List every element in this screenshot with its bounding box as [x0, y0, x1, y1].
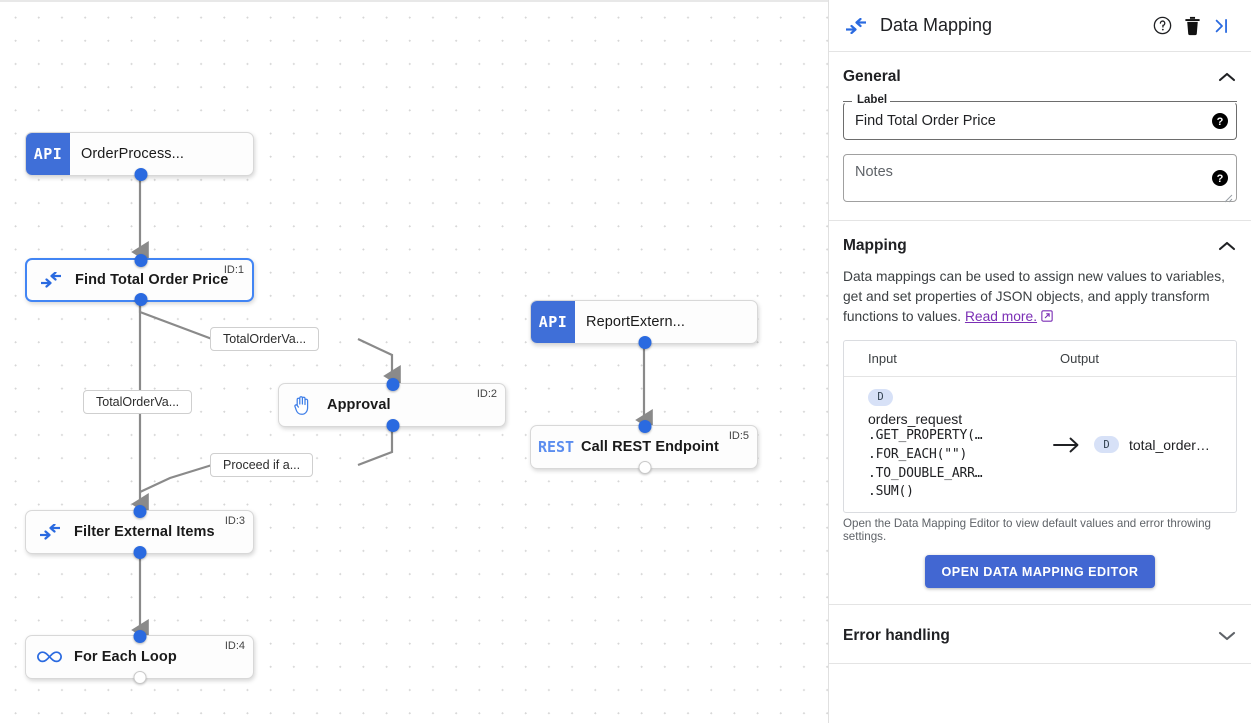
label-field-value: Find Total Order Price — [855, 113, 996, 129]
section-error-handling: Error handling — [829, 605, 1251, 665]
node-output-port[interactable] — [134, 168, 148, 181]
svg-text:?: ? — [1217, 116, 1224, 128]
input-variable-name: orders_request — [868, 410, 963, 427]
section-title: Error handling — [843, 627, 950, 645]
node-input-port[interactable] — [386, 378, 400, 391]
node-title: ReportExtern... — [586, 314, 686, 330]
mapping-output-cell: D total_order… — [1094, 436, 1236, 454]
properties-panel: Data Mapping — [828, 0, 1251, 723]
chevron-up-icon[interactable] — [1217, 236, 1237, 256]
mapping-footnote: Open the Data Mapping Editor to view def… — [843, 517, 1211, 544]
flow-node-for-each-loop[interactable]: For Each Loop ID:4 — [25, 630, 254, 684]
node-input-port[interactable] — [638, 420, 652, 433]
node-title: Approval — [327, 397, 391, 413]
node-id-label: ID:5 — [728, 430, 749, 442]
mapping-input-cell: D orders_request .GET_PROPERTY(… .FOR_EA… — [844, 377, 1040, 512]
help-circle-icon[interactable] — [1147, 11, 1177, 41]
data-mapping-icon — [26, 524, 74, 540]
node-id-label: ID:2 — [476, 388, 497, 400]
help-circle-icon[interactable]: ? — [1212, 170, 1228, 186]
rest-badge: REST — [537, 438, 575, 456]
column-header-output: Output — [1060, 351, 1100, 367]
input-transform-1: .GET_PROPERTY(… — [868, 427, 983, 443]
notes-field-wrapper: Notes ? — [843, 154, 1237, 203]
variable-type-badge: D — [868, 388, 893, 406]
output-variable-name: total_order… — [1129, 436, 1210, 453]
data-mapping-icon — [27, 272, 75, 288]
chevron-up-icon[interactable] — [1217, 67, 1237, 87]
label-field[interactable]: Find Total Order Price — [843, 102, 1237, 140]
api-badge: API — [531, 301, 575, 343]
mapping-description-text: Data mappings can be used to assign new … — [843, 269, 1225, 325]
section-mapping: Mapping Data mappings can be used to ass… — [829, 221, 1251, 606]
notes-placeholder: Notes — [855, 164, 893, 180]
api-badge: API — [26, 133, 70, 175]
node-title: OrderProcess... — [81, 146, 185, 162]
mapping-table: Input Output D orders_request .GET_PROPE… — [843, 340, 1237, 514]
node-output-port[interactable] — [133, 546, 147, 559]
node-title: Filter External Items — [74, 524, 215, 540]
panel-header: Data Mapping — [829, 0, 1251, 52]
input-transform-2: .FOR_EACH("") — [868, 446, 968, 462]
external-link-icon[interactable] — [1041, 308, 1053, 328]
open-data-mapping-editor-button[interactable]: OPEN DATA MAPPING EDITOR — [924, 555, 1156, 589]
section-general: General Find Total Order Price Label Lab… — [829, 52, 1251, 221]
chevron-down-icon[interactable] — [1217, 626, 1237, 646]
variable-type-badge: D — [1094, 436, 1119, 454]
collapse-panel-icon[interactable] — [1207, 11, 1237, 41]
notes-field[interactable]: Notes — [843, 154, 1237, 202]
label-field-legend: Label — [854, 94, 891, 106]
section-error-handling-header[interactable]: Error handling — [843, 605, 1237, 663]
column-header-input: Input — [868, 351, 897, 367]
node-output-port[interactable] — [638, 461, 652, 474]
flow-node-approval[interactable]: Approval ID:2 — [278, 378, 506, 432]
node-title: Find Total Order Price — [75, 272, 229, 288]
node-input-port[interactable] — [134, 254, 148, 267]
node-output-port[interactable] — [133, 671, 147, 684]
label-field-wrapper: Find Total Order Price Label Label ? — [843, 94, 1237, 140]
flow-node-filter-external-items[interactable]: Filter External Items ID:3 — [25, 505, 254, 559]
help-circle-icon[interactable]: ? — [1212, 113, 1228, 129]
node-id-label: ID:4 — [224, 640, 245, 652]
mapping-table-header: Input Output — [844, 341, 1236, 378]
node-title: For Each Loop — [74, 649, 177, 665]
node-output-port[interactable] — [134, 293, 148, 306]
flow-node-orderprocess[interactable]: API OrderProcess... — [25, 132, 254, 181]
flow-node-find-total-order-price[interactable]: Find Total Order Price ID:1 — [25, 254, 254, 306]
hand-icon — [279, 394, 327, 416]
table-row[interactable]: D orders_request .GET_PROPERTY(… .FOR_EA… — [844, 377, 1236, 512]
input-transform-3: .TO_DOUBLE_ARR… — [868, 465, 983, 481]
edge-label-totalordervalue-1[interactable]: TotalOrderVa... — [210, 327, 320, 351]
section-general-header[interactable]: General — [843, 52, 1237, 98]
node-input-port[interactable] — [133, 505, 147, 518]
section-mapping-header[interactable]: Mapping — [843, 221, 1237, 267]
edge-connections — [131, 178, 653, 641]
flow-node-reportextern[interactable]: API ReportExtern... — [530, 300, 758, 349]
node-id-label: ID:1 — [223, 264, 244, 276]
svg-text:?: ? — [1217, 173, 1224, 185]
mapping-description: Data mappings can be used to assign new … — [843, 267, 1237, 340]
read-more-link[interactable]: Read more. — [964, 309, 1038, 325]
page-title: Data Mapping — [880, 15, 993, 35]
flow-canvas[interactable]: API OrderProcess... Find Total Order Pri… — [0, 0, 828, 723]
node-output-port[interactable] — [386, 419, 400, 432]
input-transform-4: .SUM() — [868, 484, 914, 500]
mapping-arrow-icon — [1040, 436, 1094, 454]
node-title: Call REST Endpoint — [581, 439, 719, 455]
node-input-port[interactable] — [133, 630, 147, 643]
section-title: Mapping — [843, 237, 907, 254]
trash-icon[interactable] — [1177, 11, 1207, 41]
flow-node-call-rest-endpoint[interactable]: REST Call REST Endpoint ID:5 — [530, 420, 758, 474]
loop-icon — [26, 649, 74, 665]
section-title: General — [843, 68, 901, 85]
node-output-port[interactable] — [638, 336, 652, 349]
edge-label-proceed-if-approved[interactable]: Proceed if a... — [210, 453, 314, 477]
node-id-label: ID:3 — [224, 515, 245, 527]
edge-label-totalordervalue-2[interactable]: TotalOrderVa... — [83, 390, 193, 414]
data-mapping-icon — [841, 17, 871, 34]
